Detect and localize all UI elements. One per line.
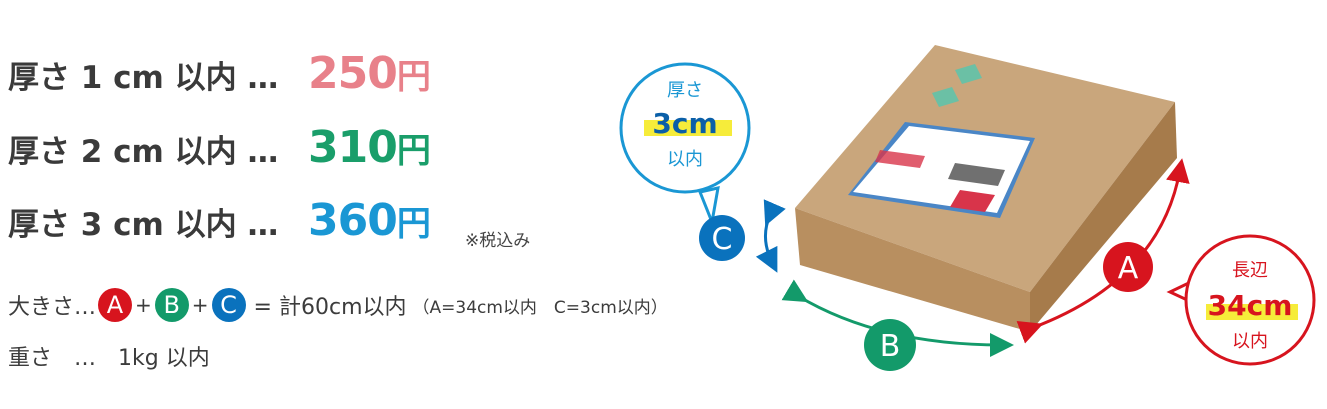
price-label: 厚さ 1 cm 以内 … — [8, 60, 279, 96]
marker-a-label: A — [1118, 251, 1139, 286]
bubble-c-label: 厚さ — [667, 80, 703, 101]
price-unit: 円 — [396, 131, 431, 171]
price-value: 310 — [308, 122, 398, 173]
price-label: 厚さ 2 cm 以内 … — [8, 134, 279, 170]
price-unit: 円 — [396, 57, 431, 97]
size-rule: 大きさ… A + B + C = 計60cm以内 （A=34cm以内 C=3cm… — [8, 288, 668, 322]
weight-rule: 重さ … 1kg 以内 — [8, 346, 210, 371]
price-label: 厚さ 3 cm 以内 … — [8, 207, 279, 243]
plus-sign: + — [191, 293, 209, 317]
size-label: 大きさ… — [8, 295, 97, 320]
price-value: 360 — [308, 195, 398, 246]
price-row-3cm: 厚さ 3 cm 以内 … 360 円 — [8, 195, 431, 246]
bubble-a: 長辺 34cm 以内 — [1166, 234, 1316, 366]
bubble-c: 厚さ 3cm 以内 — [619, 62, 751, 228]
price-row-2cm: 厚さ 2 cm 以内 … 310 円 — [8, 122, 431, 173]
bubble-c-value: 3cm — [652, 107, 717, 140]
marker-a — [1103, 242, 1153, 292]
price-row-1cm: 厚さ 1 cm 以内 … 250 円 — [8, 48, 431, 99]
marker-c — [699, 215, 745, 261]
badge-b: B — [154, 288, 189, 322]
marker-b — [864, 319, 916, 371]
bubble-a-value: 34cm — [1208, 289, 1293, 322]
plus-sign: + — [135, 293, 152, 317]
size-note: （A=34cm以内 C=3cm以内） — [412, 297, 668, 318]
badge-c: C — [211, 288, 246, 322]
price-value: 250 — [308, 48, 398, 99]
tax-note: ※税込み — [465, 231, 531, 251]
price-unit: 円 — [396, 204, 431, 244]
bubble-a-label: 長辺 — [1232, 260, 1268, 281]
bubble-c-suffix: 以内 — [667, 149, 703, 170]
stamp-icon — [932, 64, 982, 107]
bubble-a-suffix: 以内 — [1232, 331, 1268, 352]
marker-b-label: B — [880, 329, 901, 364]
size-total: = 計60cm以内 — [253, 295, 407, 320]
dimension-c-arrow — [755, 199, 786, 273]
marker-c-label: C — [712, 222, 733, 257]
badge-a: A — [98, 288, 133, 322]
shipping-label — [848, 122, 1035, 218]
